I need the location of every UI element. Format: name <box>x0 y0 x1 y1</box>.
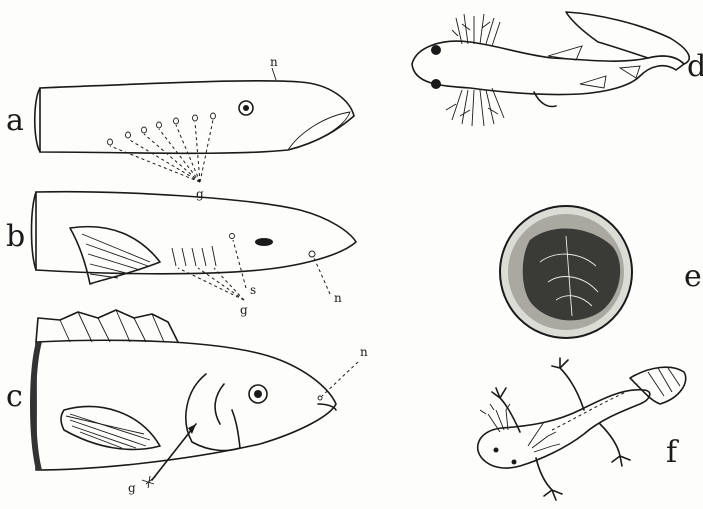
panel-c-n-leader <box>322 362 358 396</box>
panel-c-g-arrow <box>152 424 196 480</box>
panel-f-hindlimb-right <box>600 424 630 466</box>
panel-c-body-outline <box>36 340 336 470</box>
panel-f-tail-fin <box>630 367 686 404</box>
panel-a-gill-openings <box>108 113 216 145</box>
panel-b-eye <box>255 238 273 246</box>
panel-d-tail-fin <box>566 12 689 64</box>
panel-b-fin-rays <box>82 234 150 278</box>
panel-d-fin-patch-3 <box>620 66 640 78</box>
panel-f-eye-right <box>512 460 517 465</box>
panel-b-s-leader <box>233 240 246 288</box>
panel-a-n-leader <box>272 68 276 80</box>
panel-d-external-gills-bottom <box>446 88 504 126</box>
panel-f-forelimb-right <box>536 458 562 500</box>
panel-c-arrow-fletching <box>142 476 156 488</box>
panel-a-mouth <box>288 112 350 150</box>
panel-f-tail-rays <box>648 368 680 396</box>
panel-b-label: b <box>6 219 25 254</box>
panel-d-eye-right <box>431 79 441 89</box>
panel-c-pupil <box>254 390 262 398</box>
panel-a-label: a <box>6 103 24 138</box>
panel-d-body-outline <box>412 41 684 94</box>
panel-c-n-callout: n <box>360 345 368 359</box>
panel-c-cut-end <box>30 342 42 470</box>
panel-b-gill-slits <box>172 246 216 266</box>
panel-d-label: d <box>687 49 703 84</box>
panel-a: n g a <box>6 55 354 201</box>
panel-d-eye-left <box>431 45 441 55</box>
panel-f-label: f <box>666 435 679 470</box>
panel-d-fin-patch-2 <box>580 76 606 88</box>
panel-b-s-callout: s <box>250 283 256 297</box>
panel-f: f <box>478 358 686 500</box>
panel-b-n-callout: n <box>334 291 342 305</box>
panel-b-nostril <box>309 251 315 257</box>
panel-a-n-callout: n <box>270 55 278 69</box>
panel-f-hindlimb-left <box>552 358 584 410</box>
panel-c-pectoral-fin <box>61 407 160 450</box>
panel-b-g-callout: g <box>240 303 248 317</box>
panel-c-label: c <box>6 379 23 414</box>
panel-e-label: e <box>684 259 702 294</box>
panel-d: d <box>412 12 703 126</box>
panel-b-pectoral-fin <box>70 227 160 284</box>
panel-b: g s n b <box>6 192 356 317</box>
panel-e: e <box>500 206 702 338</box>
panel-c-g-callout: g <box>128 481 136 495</box>
panel-a-g-callout: g <box>196 187 204 201</box>
panel-c-nostril <box>318 396 322 400</box>
panel-c-operculum <box>186 374 240 450</box>
panel-f-dorsal-line <box>552 392 626 430</box>
panel-f-external-gills <box>480 404 560 452</box>
panel-f-eye-left <box>494 448 499 453</box>
panel-b-n-leader <box>314 258 330 294</box>
panel-c: n g c <box>6 310 368 495</box>
panel-b-spiracle <box>230 234 235 239</box>
panel-c-fin-rays <box>66 414 150 448</box>
panel-a-pupil <box>243 105 249 111</box>
panel-a-g-leaders <box>110 120 213 182</box>
